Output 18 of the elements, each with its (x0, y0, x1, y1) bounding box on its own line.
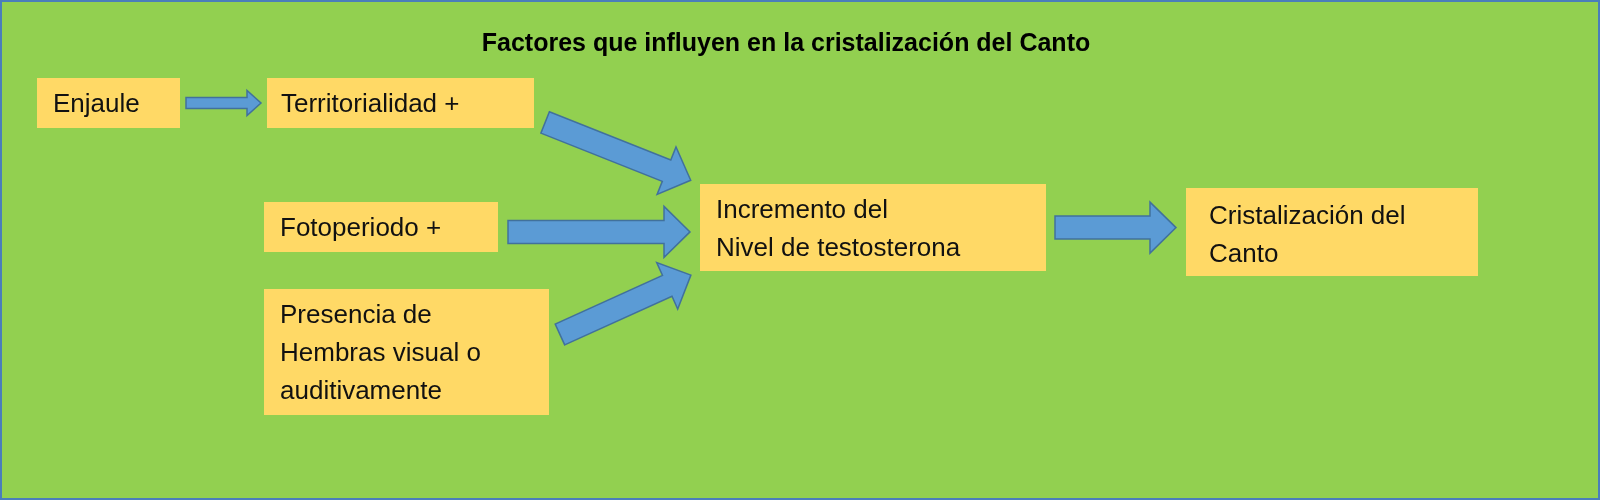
block-arrow (554, 261, 692, 346)
process-box (264, 289, 549, 415)
block-arrow (507, 204, 692, 260)
process-box (700, 184, 1046, 271)
process-box (37, 78, 180, 128)
box-label: Presencia de Hembras visual o auditivamente (280, 298, 482, 407)
box-label: Cristalización del Canto (1209, 199, 1407, 270)
box-label: Fotoperiodo + (280, 211, 443, 244)
process-box (1186, 188, 1478, 276)
process-box (264, 202, 498, 252)
box-label: Incremento del Nivel de testosterona (716, 193, 962, 264)
block-arrow (539, 110, 692, 196)
box-label: Territorialidad + (281, 87, 461, 120)
block-arrow (185, 88, 263, 118)
diagram-title: Factores que influyen en la cristalización del Canto (481, 27, 1091, 58)
block-arrow (1054, 200, 1178, 255)
box-label: Enjaule (53, 87, 141, 120)
process-box (267, 78, 534, 128)
